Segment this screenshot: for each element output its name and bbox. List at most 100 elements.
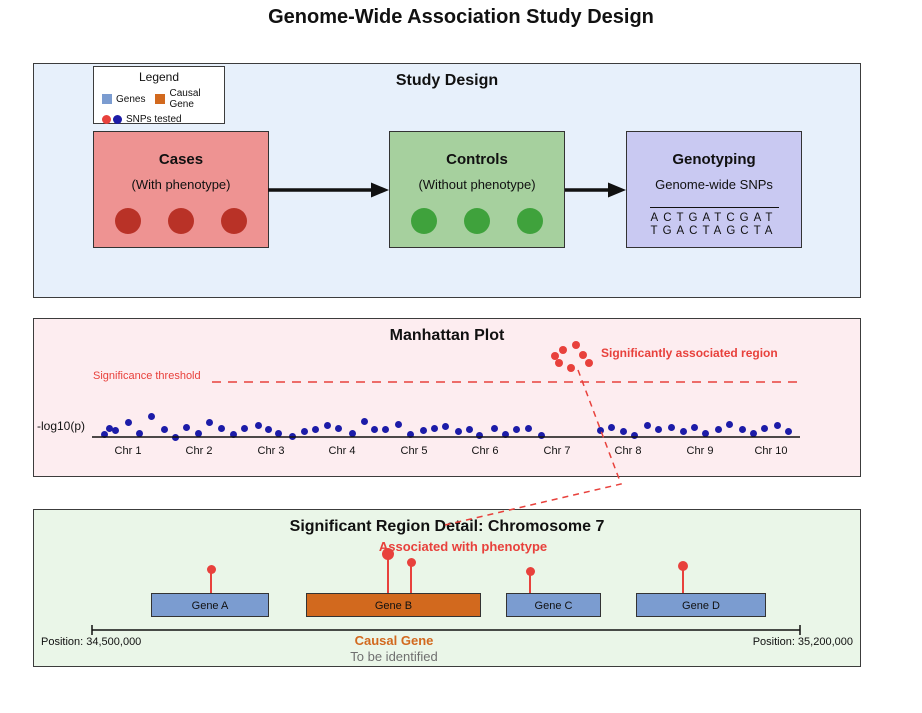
cases-box: Cases (With phenotype) [93, 131, 269, 248]
chromosome-tick-label: Chr 10 [754, 445, 788, 457]
legend-genes-label: Genes [116, 93, 146, 105]
snp-dot [370, 425, 378, 433]
sequence-divider [649, 207, 779, 208]
significant-snp-dot [567, 364, 575, 372]
snp-dot [360, 417, 368, 425]
causal-gene-note: To be identified [350, 649, 438, 664]
snp-dot [690, 423, 698, 431]
snp-lollipop-stem [529, 571, 531, 593]
snp-dot [240, 424, 248, 432]
snp-dot [714, 425, 722, 433]
chromosome-tick-label: Chr 4 [328, 445, 356, 457]
snp-lollipop-head [525, 566, 535, 576]
snp-dot [596, 426, 604, 434]
significant-snp-dot [579, 351, 587, 359]
snp-dot [406, 430, 414, 438]
snp-dot [124, 418, 132, 426]
legend-box: Legend Genes Causal Gene SNPs tested [93, 66, 225, 125]
case-individual-icon [115, 208, 141, 234]
controls-box: Controls (Without phenotype) [389, 131, 565, 248]
snp-dot [454, 427, 462, 435]
legend-row-snps: SNPs tested [94, 114, 224, 125]
snp-dot [300, 427, 308, 435]
study-design-panel: Study Design Legend Genes Causal Gene SN… [33, 63, 861, 298]
control-individuals [390, 208, 564, 234]
cases-individuals [94, 208, 268, 234]
snp-dot [205, 418, 213, 426]
navy-snp-dot-icon [113, 115, 122, 124]
snp-dot [264, 425, 272, 433]
snp-dot [254, 421, 262, 429]
snp-dot [465, 425, 473, 433]
legend-causal-gene-label: Causal Gene [169, 88, 201, 110]
genotyping-box: Genotyping Genome-wide SNPs ACTGATCGAT T… [626, 131, 802, 248]
significantly-associated-region-label: Significantly associated region [601, 346, 778, 360]
snp-dot [160, 425, 168, 433]
genotyping-subtitle: Genome-wide SNPs [655, 177, 773, 192]
red-snp-dot-icon [102, 115, 111, 124]
genes-swatch-icon [102, 94, 112, 104]
snp-dot [501, 430, 509, 438]
chromosome-tick-label: Chr 7 [543, 445, 571, 457]
snp-dot [654, 425, 662, 433]
snp-lollipop-head [206, 564, 216, 574]
significant-snp-dot [585, 359, 593, 367]
snp-lollipop-stem [682, 566, 684, 593]
snp-dot [348, 429, 356, 437]
control-individual-icon [411, 208, 437, 234]
snp-lollipop-stem [387, 554, 389, 593]
snp-dot [135, 429, 143, 437]
manhattan-plot-panel: Manhattan Plot Significance threshold Si… [33, 318, 861, 477]
snp-dot [394, 420, 402, 428]
controls-subtitle: (Without phenotype) [418, 177, 536, 192]
snp-dot [667, 423, 675, 431]
snp-dot [430, 424, 438, 432]
chromosome-tick-label: Chr 3 [257, 445, 285, 457]
snp-lollipop-stem [210, 569, 212, 593]
snp-lollipop-head [406, 557, 416, 567]
causal-gene-swatch-icon [155, 94, 166, 104]
snp-dot [334, 424, 342, 432]
snp-dot [381, 425, 389, 433]
significant-snp-dot [555, 359, 563, 367]
chromosome-tick-label: Chr 2 [185, 445, 213, 457]
snp-dot [194, 429, 202, 437]
snp-dot [701, 429, 709, 437]
snp-dot [288, 432, 296, 440]
gene-box: Gene D [636, 593, 766, 617]
snp-lollipop-head [382, 548, 394, 560]
snp-dot [111, 426, 119, 434]
snp-dot [679, 427, 687, 435]
snp-dot [105, 424, 113, 432]
snp-dot [773, 421, 781, 429]
snp-dot [475, 431, 483, 439]
genotyping-title: Genotyping [672, 151, 756, 168]
snp-lollipop-head [678, 561, 688, 571]
snp-dot [147, 412, 155, 420]
snp-dot [171, 433, 179, 441]
dna-sequence-line2: TGACTAGCTA [650, 225, 778, 237]
snp-dot [323, 421, 331, 429]
causal-gene-box: Gene B [306, 593, 481, 617]
snp-dot [537, 431, 545, 439]
significant-snp-dot [551, 352, 559, 360]
dna-sequence-line1: ACTGATCGAT [650, 212, 778, 224]
snp-dot [619, 427, 627, 435]
position-start-label: Position: 34,500,000 [41, 636, 142, 648]
legend-snps-label: SNPs tested [126, 114, 182, 125]
snp-dot [182, 423, 190, 431]
snp-dot [738, 425, 746, 433]
case-individual-icon [221, 208, 247, 234]
controls-title: Controls [446, 151, 508, 168]
y-axis-label: -log10(p) [37, 419, 86, 433]
chromosome-tick-label: Chr 9 [686, 445, 714, 457]
manhattan-plot-area: Significance threshold Significantly ass… [34, 319, 860, 476]
chromosome-tick-label: Chr 1 [114, 445, 142, 457]
snp-dot [725, 420, 733, 428]
page-title: Genome-Wide Association Study Design [268, 6, 654, 28]
manhattan-plot-header: Manhattan Plot [389, 327, 505, 344]
causal-gene-label: Causal Gene [354, 633, 434, 648]
chromosome-tick-label: Chr 8 [614, 445, 642, 457]
snp-dot [749, 429, 757, 437]
